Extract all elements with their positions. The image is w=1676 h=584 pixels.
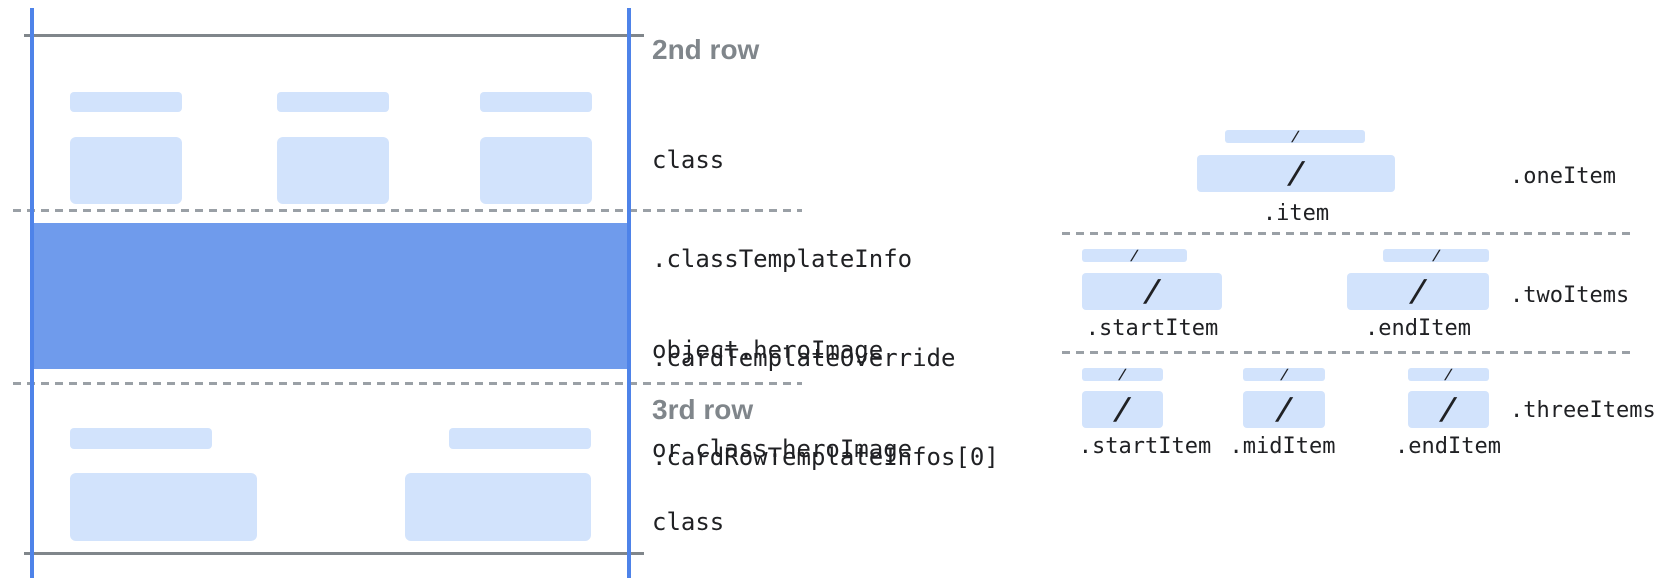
row2-code-path: class .classTemplateInfo .cardTemplateOv… [652,78,999,540]
two-items-start-value-bar: / [1082,273,1222,310]
three-items-row-label: .threeItems [1510,398,1656,423]
slash-placeholder: / [1278,366,1290,383]
three-items-mid-label-bar: / [1243,366,1325,383]
three-items-end-value-bar: / [1408,391,1489,428]
row3-col1-value-bar [70,473,257,541]
hero-image-band [30,223,631,369]
three-items-start-label: .startItem [1078,434,1212,459]
row2-code-line-1: class [652,146,725,174]
slash-placeholder: / [1437,391,1461,427]
hero-code-path: object.heroImage or class.heroImage [652,268,912,532]
row3-code-line-1: class [652,508,725,536]
two-items-start-label-bar: / [1082,247,1187,264]
one-item-label-bar: / [1225,128,1365,145]
three-items-end-label: .endItem [1395,434,1501,459]
row2-heading: 2nd row [652,34,760,65]
slash-placeholder: / [1272,391,1296,427]
two-items-end-value-bar: / [1347,273,1489,310]
row2-code-line-2: .classTemplateInfo [652,245,913,273]
slash-placeholder: / [1443,366,1454,383]
hero-row3-dashed-separator [13,382,802,385]
row3-code-path: class .classTemplateInfo .cardTemplateOv… [652,440,999,584]
slash-placeholder: / [1129,247,1140,264]
slash-placeholder: / [1284,155,1308,191]
slash-placeholder: / [1140,273,1164,309]
one-item-value-bar: / [1197,155,1395,192]
one-item-row-label: .oneItem [1510,164,1616,189]
slash-placeholder: / [1406,273,1430,309]
one-item-item-label: .item [1262,201,1330,226]
hero-code-line-1: object.heroImage [652,336,884,364]
two-items-end-label: .endItem [1365,316,1471,341]
three-items-mid-label: .midItem [1229,434,1336,459]
card-left-edge-line [30,8,34,578]
row2-col3-value-bar [480,137,592,204]
card-top-boundary-line [24,34,644,37]
row2-code-line-3: .cardTemplateOverride [652,344,956,372]
row3-col1-label-bar [70,428,212,449]
row2-col2-label-bar [277,92,389,112]
two-items-start-label: .startItem [1085,316,1219,341]
two-items-end-label-bar: / [1383,247,1489,264]
slash-placeholder: / [1430,247,1442,264]
one-two-dashed-separator [1062,232,1630,235]
hero-code-line-2: or class.heroImage [652,435,913,463]
slash-placeholder: / [1289,128,1301,145]
three-items-start-value-bar: / [1082,391,1163,428]
row3-col2-value-bar [405,473,591,541]
row3-col2-label-bar [449,428,591,449]
card-bottom-boundary-line [24,552,644,555]
two-items-row-label: .twoItems [1510,283,1630,308]
row2-code-line-4: .cardRowTemplateInfos[0] [652,443,999,471]
two-three-dashed-separator [1062,351,1630,354]
row2-hero-dashed-separator [13,209,802,212]
row3-heading: 3rd row [652,394,754,425]
row2-col3-label-bar [480,92,592,112]
slash-placeholder: / [1117,366,1128,383]
three-items-start-label-bar: / [1082,366,1163,383]
three-items-mid-value-bar: / [1243,391,1325,428]
row2-col1-value-bar [70,137,182,204]
row2-col1-label-bar [70,92,182,112]
card-right-edge-line [627,8,631,578]
row2-col2-value-bar [277,137,389,204]
slash-placeholder: / [1111,391,1135,427]
three-items-end-label-bar: / [1408,366,1489,383]
